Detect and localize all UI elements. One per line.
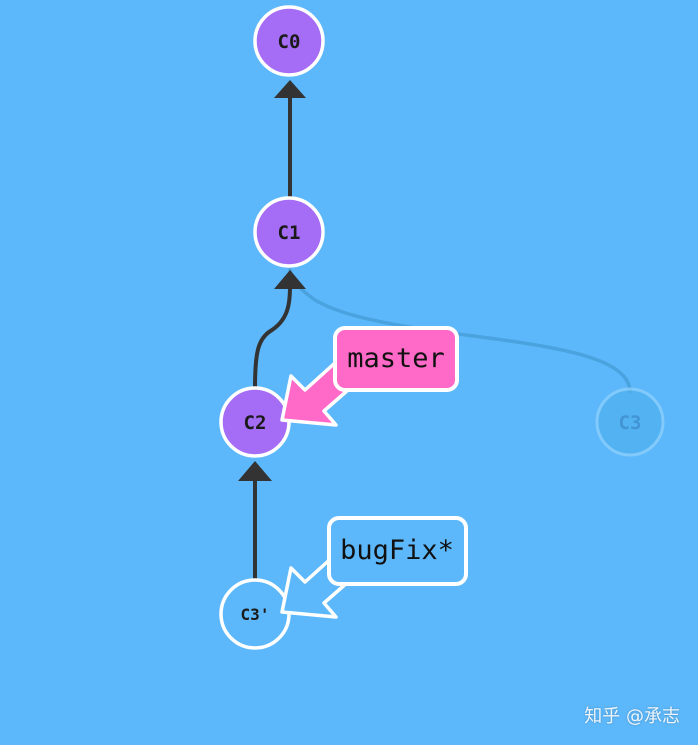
commit-c3-prime-label: C3' (241, 605, 270, 624)
arrowhead-c0 (274, 80, 306, 98)
branch-master[interactable]: master (280, 326, 459, 427)
watermark: 知乎 @承志 (584, 706, 680, 727)
bugfix-label-box (327, 516, 468, 586)
commit-c0-label: C0 (278, 31, 301, 53)
master-label: master (347, 343, 445, 374)
commit-c0[interactable]: C0 (253, 5, 325, 77)
commit-c3-ghost-label: C3 (619, 412, 642, 434)
branch-bugfix[interactable]: bugFix* (280, 516, 468, 619)
commit-c1-label: C1 (278, 222, 301, 244)
commit-c1[interactable]: C1 (253, 196, 325, 268)
arrowhead-c1 (274, 270, 306, 289)
bugfix-label: bugFix* (340, 535, 454, 566)
edge-c2-c1 (253, 281, 292, 389)
master-label-box (333, 326, 459, 392)
commit-c3-ghost[interactable]: C3 (595, 387, 665, 457)
arrowhead-c2 (238, 461, 272, 481)
commit-c2-label: C2 (244, 412, 267, 434)
commit-c3-prime[interactable]: C3' (219, 578, 291, 650)
commit-c2[interactable]: C2 (219, 386, 291, 458)
